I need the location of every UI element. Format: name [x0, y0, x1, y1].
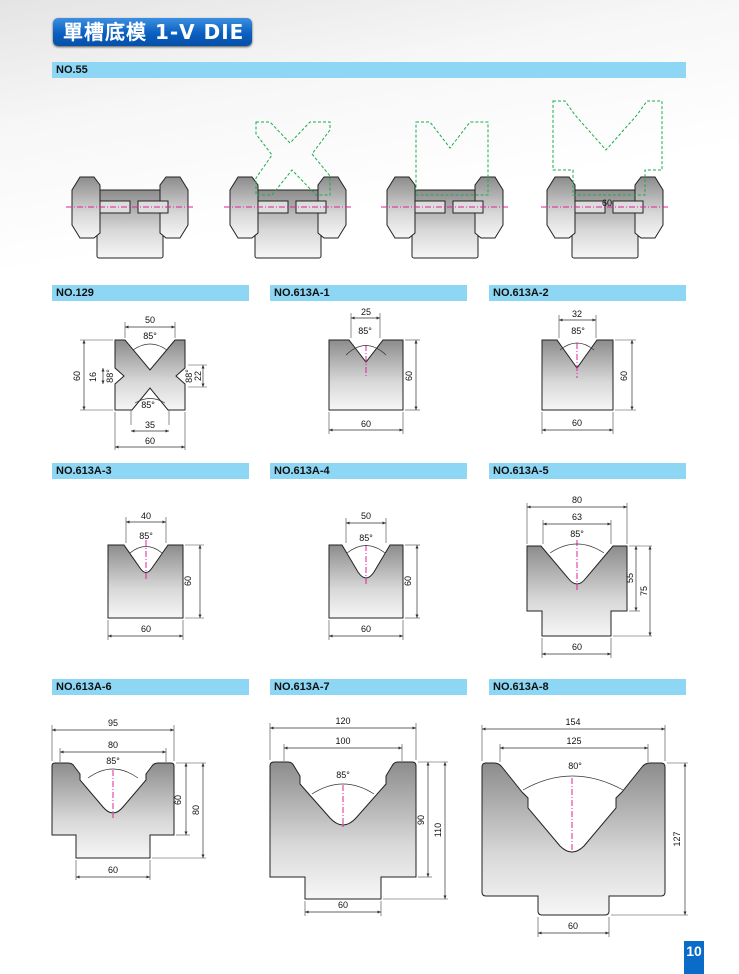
section-header-613a-7: NO.613A-7 — [270, 679, 467, 695]
dim-left-angle: 88° — [105, 369, 115, 383]
dim-tang: 60 — [338, 900, 348, 910]
dim-width: 60 — [361, 624, 371, 634]
dim-height: 60 — [619, 371, 629, 381]
die-613a-7: 120 100 85° 90 110 60 — [269, 716, 448, 916]
section-header-no129: NO.129 — [52, 285, 249, 301]
dim-opening: 32 — [572, 309, 582, 319]
dim-height: 60 — [72, 371, 82, 381]
page-title: 單槽底模 1-V DIE — [53, 18, 252, 46]
dim-angle: 85° — [571, 326, 585, 336]
dim-overall: 80 — [572, 495, 582, 505]
die-613a-6: 95 80 85° 60 80 60 — [51, 718, 206, 880]
die-613a-3: 40 85° 60 60 — [107, 511, 204, 640]
no55-holder-assembly: 60 — [66, 100, 669, 259]
dim-right-notch: 22 — [193, 371, 203, 381]
dim-angle: 85° — [359, 533, 373, 543]
section-header-613a-8: NO.613A-8 — [489, 679, 686, 695]
dim-overall: 120 — [335, 716, 350, 726]
die-613a-5: 80 63 85° 55 75 60 — [526, 495, 652, 658]
dim-right-angle: 88° — [184, 369, 194, 383]
dim-height: 60 — [404, 371, 414, 381]
dim-body-height: 55 — [625, 573, 635, 583]
dim-tang: 60 — [572, 642, 582, 652]
dim-angle: 85° — [336, 770, 350, 780]
dim-bottom-opening: 35 — [145, 420, 155, 430]
die-no129: 50 85° 60 16 88° 88° 22 85° 35 60 — [72, 315, 207, 450]
holder-2 — [224, 176, 352, 259]
dim-opening: 80 — [108, 740, 118, 750]
dim-width: 60 — [602, 198, 612, 208]
page-number: 10 — [684, 941, 704, 974]
dim-body-height: 90 — [416, 815, 426, 825]
holder-4 — [541, 176, 669, 259]
dim-bottom-angle: 85° — [141, 400, 155, 410]
dim-angle: 85° — [106, 756, 120, 766]
dim-height: 60 — [403, 576, 413, 586]
dim-tang: 60 — [108, 865, 118, 875]
dim-angle: 85° — [570, 529, 584, 539]
die-613a-8: 154 125 80° 127 60 — [481, 717, 688, 937]
section-header-613a-3: NO.613A-3 — [52, 463, 249, 479]
dim-tang: 60 — [568, 921, 578, 931]
holder-1 — [66, 176, 194, 259]
section-header-613a-6: NO.613A-6 — [52, 679, 249, 695]
dim-opening: 125 — [566, 736, 581, 746]
dim-opening: 50 — [361, 511, 371, 521]
dim-angle: 85° — [139, 531, 153, 541]
dim-height: 75 — [639, 586, 649, 596]
dim-opening: 63 — [572, 512, 582, 522]
dim-overall: 95 — [108, 718, 118, 728]
dim-width: 60 — [361, 419, 371, 429]
dim-body-height: 60 — [173, 795, 183, 805]
die-outline-613a — [415, 121, 489, 196]
dim-width: 60 — [145, 436, 155, 446]
die-613a-4: 50 85° 60 60 — [328, 511, 420, 640]
dim-top-opening: 50 — [145, 315, 155, 325]
holder-3 — [381, 176, 509, 259]
dim-height: 60 — [183, 576, 193, 586]
section-header-613a-4: NO.613A-4 — [270, 463, 467, 479]
section-header-613a-1: NO.613A-1 — [270, 285, 467, 301]
section-header-no55: NO.55 — [52, 62, 686, 78]
section-header-613a-2: NO.613A-2 — [489, 285, 686, 301]
dim-height: 127 — [672, 831, 682, 846]
dim-angle: 85° — [358, 326, 372, 336]
dim-angle: 80° — [568, 761, 582, 771]
dim-top-angle: 85° — [143, 331, 157, 341]
section-header-613a-5: NO.613A-5 — [489, 463, 686, 479]
die-613a-1: 25 85° 60 60 — [328, 307, 420, 434]
dim-opening: 25 — [361, 307, 371, 317]
dim-left-notch: 16 — [88, 372, 98, 382]
dim-opening: 40 — [141, 511, 151, 521]
dim-overall: 154 — [565, 717, 580, 727]
dim-width: 60 — [141, 624, 151, 634]
dim-height: 80 — [191, 805, 201, 815]
die-613a-2: 32 85° 60 60 — [541, 309, 636, 434]
dim-opening: 100 — [335, 736, 350, 746]
die-outline-613a-large — [552, 100, 663, 196]
die-outline-no129 — [255, 121, 331, 196]
dim-width: 60 — [572, 418, 582, 428]
dim-height: 110 — [433, 823, 443, 837]
